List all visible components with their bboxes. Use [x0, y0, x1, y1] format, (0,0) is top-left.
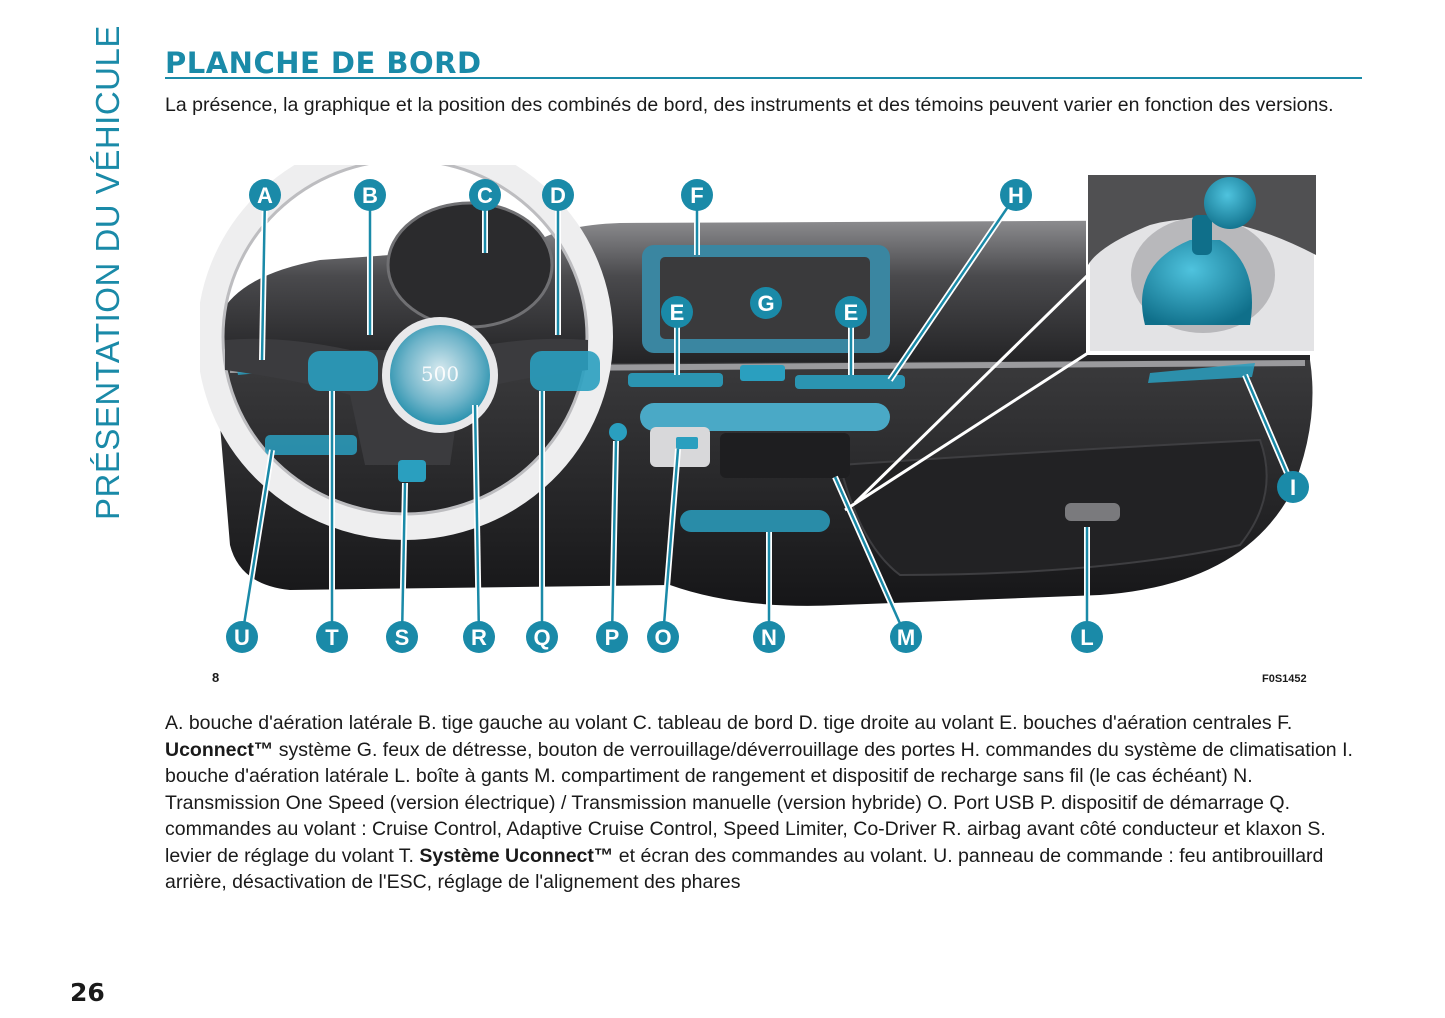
gear-selector-panel: [680, 510, 830, 532]
callout-m: M: [890, 621, 922, 653]
callout-e-right: E: [835, 296, 867, 328]
svg-text:U: U: [234, 625, 250, 650]
callout-l: L: [1071, 621, 1103, 653]
side-section-title: PRÉSENTATION DU VÉHICULE: [89, 25, 126, 520]
svg-text:N: N: [761, 625, 777, 650]
side-vent-right: [1148, 363, 1255, 383]
glovebox: [838, 438, 1268, 577]
heading-rule: [165, 77, 1362, 79]
svg-text:500: 500: [421, 362, 459, 386]
legend-text-3: et écran des commandes au volant. U. pan…: [165, 844, 1324, 894]
central-vent-left: [628, 373, 723, 387]
svg-text:C: C: [477, 183, 493, 208]
callout-d: D: [542, 179, 574, 211]
svg-text:Q: Q: [533, 625, 550, 650]
legend-bold-1: Uconnect™: [165, 738, 274, 761]
svg-text:L: L: [1080, 625, 1093, 650]
callout-h: H: [1000, 179, 1032, 211]
svg-text:H: H: [1008, 183, 1024, 208]
callout-q: Q: [526, 621, 558, 653]
callout-a: A: [249, 179, 281, 211]
svg-text:S: S: [395, 625, 410, 650]
left-control-panel: [265, 435, 357, 455]
callout-e-left: E: [661, 296, 693, 328]
central-vent-right: [795, 375, 905, 389]
svg-text:B: B: [362, 183, 378, 208]
svg-text:E: E: [844, 300, 859, 325]
legend-bold-2: Système Uconnect™: [419, 844, 614, 867]
left-wheel-controls: [308, 351, 378, 391]
svg-text:E: E: [670, 300, 685, 325]
svg-text:M: M: [897, 625, 915, 650]
callout-o: O: [647, 621, 679, 653]
callout-b: B: [354, 179, 386, 211]
svg-text:G: G: [757, 291, 774, 316]
callout-u: U: [226, 621, 258, 653]
gear-knob-inset: [1086, 173, 1318, 355]
start-button: [609, 423, 627, 441]
callout-f: F: [681, 179, 713, 211]
callout-s: S: [386, 621, 418, 653]
figure-number: 8: [212, 670, 220, 685]
callout-p: P: [596, 621, 628, 653]
callout-n: N: [753, 621, 785, 653]
airbag-horn: [390, 325, 490, 425]
dashboard-illustration: 500: [200, 165, 1318, 653]
leader-lines: [239, 193, 1296, 639]
svg-text:R: R: [471, 625, 487, 650]
svg-text:A: A: [257, 183, 273, 208]
steering-adjust-lever: [398, 460, 426, 482]
svg-text:T: T: [325, 625, 339, 650]
figure-code: F0S1452: [1262, 673, 1307, 685]
svg-text:D: D: [550, 183, 566, 208]
glovebox-handle: [1065, 503, 1120, 521]
svg-text:P: P: [605, 625, 620, 650]
callout-c: C: [469, 179, 501, 211]
hazard-button-strip: [740, 365, 785, 381]
legend-text-2: système G. feux de détresse, bouton de v…: [165, 738, 1353, 867]
svg-text:F: F: [690, 183, 703, 208]
svg-text:I: I: [1290, 475, 1296, 500]
storage-tray: [720, 433, 850, 478]
callout-r: R: [463, 621, 495, 653]
callout-t: T: [316, 621, 348, 653]
legend-text-1: A. bouche d'aération latérale B. tige ga…: [165, 712, 1293, 734]
callout-i: I: [1277, 471, 1309, 503]
intro-paragraph: La présence, la graphique et la position…: [165, 94, 1334, 116]
right-wheel-controls: [530, 351, 600, 391]
page-heading: PLANCHE DE BORD: [165, 46, 482, 80]
svg-text:O: O: [654, 625, 671, 650]
figure-legend: A. bouche d'aération latérale B. tige ga…: [165, 710, 1355, 896]
instrument-cluster: [386, 201, 554, 329]
page-number: 26: [70, 978, 105, 1007]
callout-g: G: [750, 287, 782, 319]
climate-control-panel: [640, 403, 890, 431]
